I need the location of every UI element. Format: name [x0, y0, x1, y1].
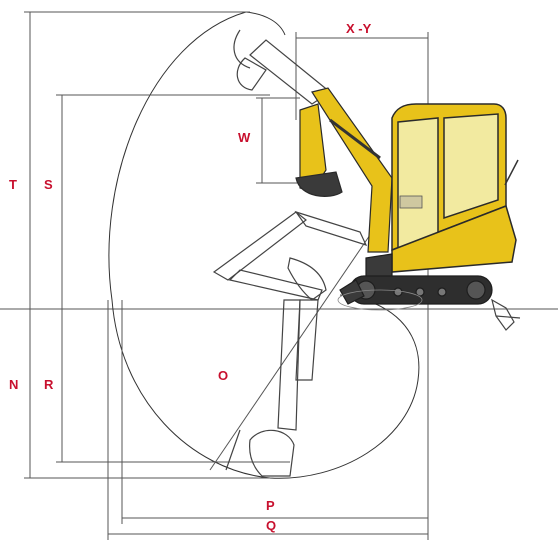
- dimension-n: [24, 309, 270, 479]
- dimension-s: [56, 94, 270, 309]
- excavator-tracks: [339, 253, 493, 305]
- excavator-cab: [391, 103, 519, 273]
- dimension-p: [121, 300, 428, 524]
- excavator-boom: [295, 87, 393, 253]
- label-w: W: [238, 130, 251, 145]
- label-s: S: [44, 177, 53, 192]
- label-o: O: [218, 368, 228, 383]
- arm-reach-outline: [212, 210, 368, 301]
- dimension-q: [107, 300, 428, 540]
- arm-dig-outline: [225, 299, 319, 477]
- swing-arc: [337, 289, 423, 311]
- dimension-t: [24, 11, 250, 309]
- dimension-r: [56, 309, 290, 463]
- label-n: N: [9, 377, 18, 392]
- label-q: Q: [266, 518, 276, 533]
- upper-envelope: [245, 11, 286, 36]
- label-p: P: [266, 498, 275, 513]
- digging-envelope: [108, 11, 420, 479]
- label-r: R: [44, 377, 54, 392]
- dozer-blade-outline: [491, 298, 521, 331]
- label-t: T: [9, 177, 17, 192]
- dimension-w: [256, 97, 300, 184]
- dimension-o: [209, 234, 371, 471]
- label-xy: X -Y: [346, 21, 372, 36]
